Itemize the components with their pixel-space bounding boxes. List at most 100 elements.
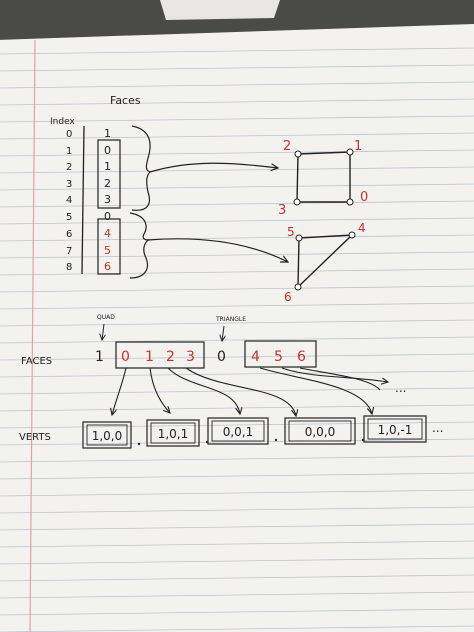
vertex-separator-comma (137, 442, 141, 446)
vertex-box-inner (211, 420, 265, 442)
faces-row-label: FACES (21, 356, 52, 367)
rule-line (0, 319, 474, 327)
faces-sequence-item: 5 (274, 349, 283, 365)
triangle-vertex-label-4: 4 (358, 221, 366, 235)
triangle-shape (294, 231, 356, 291)
quad-sequence-box (115, 341, 205, 369)
rule-line (0, 234, 474, 242)
rule-line (0, 540, 474, 548)
vertex-box (363, 415, 427, 443)
rule-line (0, 506, 474, 514)
quad-vertex-label-0: 0 (360, 190, 368, 205)
rule-line (0, 149, 474, 157)
index-value: 5 (66, 212, 72, 223)
face-value: 2 (104, 177, 111, 190)
rule-line (0, 217, 474, 225)
index-value: 3 (66, 179, 72, 190)
faces-sequence-item: 1 (95, 349, 104, 365)
vertex-value: 0,0,0 (305, 425, 336, 439)
rule-line (0, 132, 474, 140)
vertex-value: 1,0,0 (92, 429, 123, 443)
rule-line (0, 285, 474, 293)
vertex-value: 0,0,1 (223, 425, 254, 439)
quad-vertex-label-2: 2 (283, 139, 291, 154)
rule-line (0, 370, 474, 378)
vertex-value: 1,0,-1 (378, 423, 413, 437)
index-value: 8 (66, 262, 72, 273)
rule-line (0, 81, 474, 89)
index-value: 1 (66, 146, 72, 157)
verts-ellipsis: ... (432, 421, 443, 435)
face-value: 1 (104, 127, 111, 140)
face-value: 0 (104, 144, 111, 157)
triangle-label: TRIANGLE (215, 316, 246, 323)
face-value: 1 (104, 160, 111, 173)
faces-sequence-item: 0 (121, 349, 130, 365)
index-value: 0 (66, 129, 72, 140)
paper-sheet (0, 24, 474, 632)
rule-line (0, 353, 474, 361)
vertex-separator-comma (274, 438, 278, 442)
vertex-box (207, 417, 269, 445)
quad-label-arrow (102, 323, 104, 340)
vertex-box-inner (367, 418, 423, 440)
index-separator (81, 125, 85, 275)
triangle-vertex-label-5: 5 (287, 225, 295, 239)
rule-line (0, 183, 474, 191)
rule-line (0, 64, 474, 72)
rule-line (0, 421, 474, 429)
rule-line (0, 438, 474, 446)
index-value: 4 (66, 195, 72, 206)
rule-line (0, 608, 474, 616)
faces-sequence-item: 6 (297, 349, 306, 365)
faces-sequence-item: 0 (217, 349, 226, 365)
rule-line (0, 523, 474, 531)
quad-face-box (97, 139, 121, 209)
rule-line (0, 557, 474, 565)
quad-vertex-label-1: 1 (354, 139, 362, 154)
rule-line (0, 115, 474, 123)
triangle-arrow (147, 238, 288, 262)
faces-sequence-item: 3 (186, 349, 195, 365)
rule-line (0, 166, 474, 174)
triangle-vertex-label-6: 6 (284, 290, 292, 304)
vertex-box (82, 421, 132, 449)
face-value: 6 (104, 260, 111, 273)
vertex-box-inner (288, 420, 352, 442)
rule-line (0, 591, 474, 599)
rule-line (0, 98, 474, 106)
index-value: 7 (66, 246, 72, 257)
vertex-box-inner (86, 424, 128, 446)
face-value: 4 (104, 227, 111, 240)
rule-line (0, 625, 474, 632)
rule-line (0, 455, 474, 463)
rule-line (0, 489, 474, 497)
rule-line (0, 200, 474, 208)
faces-header: Faces (110, 94, 141, 107)
rule-line (0, 387, 474, 395)
faces-sequence-item: 2 (166, 349, 175, 365)
rule-line (0, 472, 474, 480)
verts-row-label: VERTS (19, 432, 51, 443)
faces-sequence-item: 1 (145, 349, 154, 365)
rule-line (0, 47, 474, 55)
vertex-box (284, 417, 356, 445)
margin-line (29, 39, 36, 632)
quad-label: QUAD (97, 314, 115, 321)
vertex-box-inner (150, 422, 196, 444)
paper-top-edge (160, 0, 280, 20)
quad-arrow (149, 162, 278, 173)
face-value: 5 (104, 244, 111, 257)
rule-line (0, 336, 474, 344)
rule-line (0, 268, 474, 276)
triangle-label-arrow (222, 325, 224, 341)
face-to-vertex-arrows (112, 367, 388, 416)
face-value: 0 (104, 210, 111, 223)
rule-line (0, 251, 474, 259)
